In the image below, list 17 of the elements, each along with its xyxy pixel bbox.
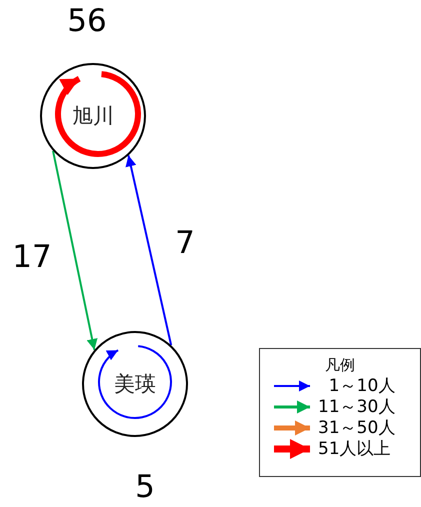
count-label: 56 [67,4,107,38]
place-circle [82,331,188,437]
legend-text: 51人以上 [318,439,391,459]
loop-arrow [55,71,141,157]
edge-label: 7 [175,226,195,260]
place-name: 旭川 [72,103,114,130]
place-circle [40,63,146,169]
count-label: 5 [135,470,155,504]
legend-text: 31～50人 [318,418,396,438]
edge-label: 17 [12,240,52,274]
place-name: 美瑛 [114,371,156,398]
loop-arrow [98,345,172,419]
flow-arrow [52,150,98,350]
legend-title: 凡例 [325,356,355,374]
legend-text: 11～30人 [318,397,396,417]
flow-arrow [126,155,172,346]
legend-text: 1～10人 [328,376,396,396]
